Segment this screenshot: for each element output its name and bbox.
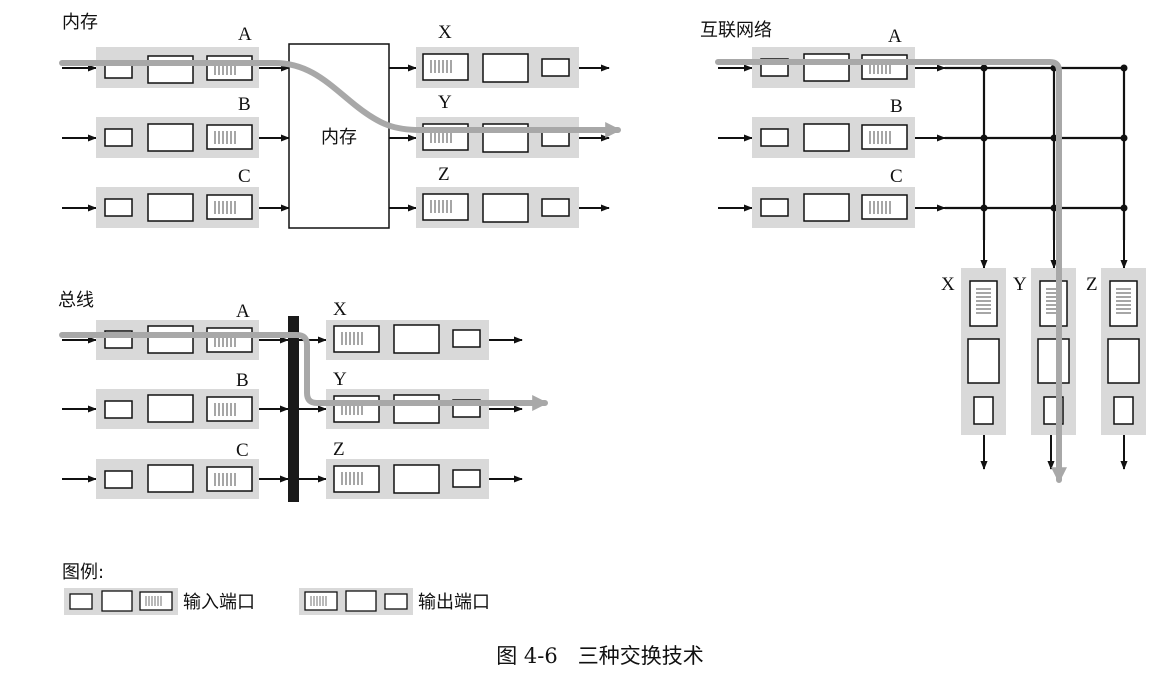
memory-input-label-c: C	[238, 166, 251, 187]
bus-path-a-to-y	[59, 332, 549, 411]
bus-input-port-b: B	[62, 370, 289, 429]
legend-output-label: 输出端口	[418, 592, 490, 613]
bus-output-label-z: Z	[333, 439, 345, 460]
crossbar-panel-title: 互联网络	[700, 20, 772, 41]
memory-output-label-x: X	[438, 22, 452, 43]
memory-output-label-z: Z	[438, 164, 450, 185]
memory-input-port-a: A	[62, 24, 290, 88]
crossbar-input-label-a: A	[888, 26, 902, 47]
memory-input-port-b: B	[62, 94, 290, 158]
bus-input-port-a: A	[62, 301, 289, 360]
bus-output-port-x: X	[299, 299, 523, 360]
crossbar-grid	[945, 66, 1126, 240]
crossbar-output-label-x: X	[941, 274, 955, 295]
memory-panel: 内存 A B C	[59, 12, 622, 229]
crossbar-output-port-y: Y	[1013, 240, 1076, 470]
bus-output-port-y: Y	[299, 369, 523, 429]
bus-input-port-c: C	[62, 440, 289, 499]
memory-path-a-to-y	[59, 60, 622, 138]
bus-output-label-y: Y	[333, 369, 347, 390]
memory-input-label-b: B	[238, 94, 251, 115]
memory-block-label: 内存	[321, 127, 357, 148]
memory-input-port-c: C	[62, 166, 290, 228]
legend: 图例: 输入端口 输出端口	[62, 562, 490, 615]
legend-input-port: 输入端口	[64, 588, 255, 615]
memory-output-port-y: Y	[389, 92, 610, 158]
crossbar-output-label-y: Y	[1013, 274, 1027, 295]
memory-output-label-y: Y	[438, 92, 452, 113]
bus-panel: 总线 A B C	[58, 290, 549, 502]
legend-title: 图例:	[62, 562, 104, 583]
crossbar-path-a-to-y	[715, 59, 1067, 484]
crossbar-input-label-b: B	[890, 96, 903, 117]
crossbar-output-label-z: Z	[1086, 274, 1098, 295]
bus-panel-title: 总线	[58, 290, 94, 311]
crossbar-panel: 互联网络 A B	[700, 20, 1146, 484]
memory-input-label-a: A	[238, 24, 252, 45]
bus-bar	[288, 316, 299, 502]
bus-output-label-x: X	[333, 299, 347, 320]
crossbar-input-port-b: B	[718, 96, 946, 158]
bus-input-label-a: A	[236, 301, 250, 322]
crossbar-input-label-c: C	[890, 166, 903, 187]
memory-block	[288, 43, 390, 229]
figure-caption: 图 4-6 三种交换技术	[496, 644, 704, 668]
crossbar-junctions	[980, 64, 1128, 212]
crossbar-input-port-c: C	[718, 166, 946, 228]
memory-output-port-x: X	[389, 22, 610, 88]
bus-input-label-c: C	[236, 440, 249, 461]
bus-input-label-b: B	[236, 370, 249, 391]
legend-input-label: 输入端口	[183, 592, 255, 613]
bus-output-port-z: Z	[299, 439, 523, 499]
memory-panel-title: 内存	[62, 12, 98, 33]
legend-output-port: 输出端口	[299, 588, 490, 615]
memory-output-port-z: Z	[389, 164, 610, 228]
crossbar-output-port-z: Z	[1086, 240, 1146, 470]
crossbar-output-port-x: X	[941, 240, 1006, 470]
